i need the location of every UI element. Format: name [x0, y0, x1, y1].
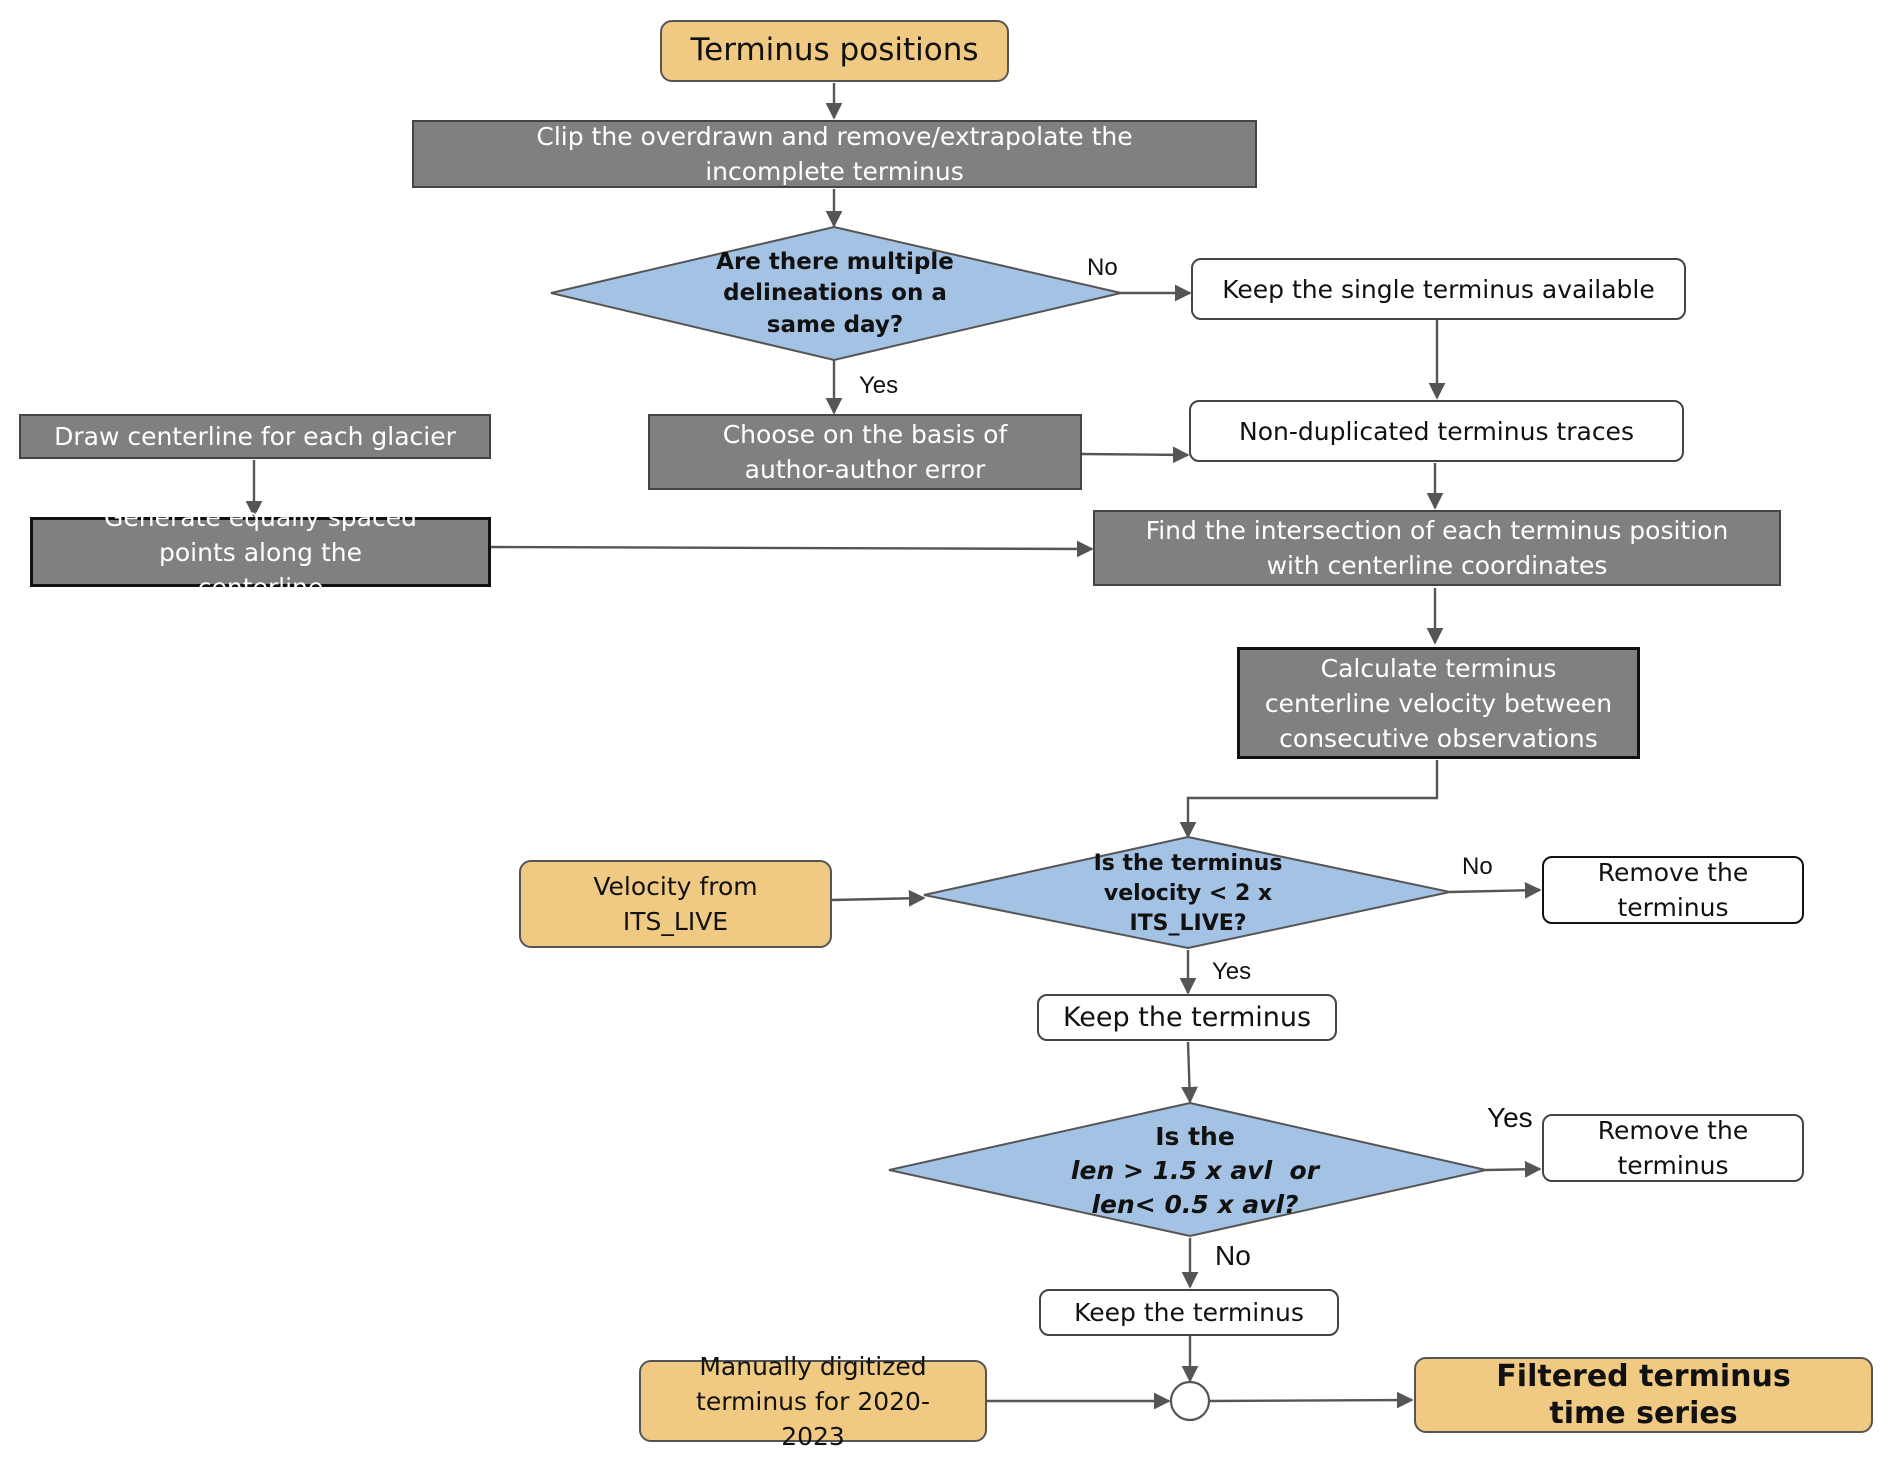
- edge-decision3-yes: [1485, 1160, 1542, 1178]
- choose-basis-node: Choose on the basis of author-author err…: [648, 414, 1082, 490]
- edge-label-yes-3: Yes: [1487, 1102, 1533, 1133]
- decision-length-line3: len< 0.5 x avl?: [1091, 1189, 1299, 1219]
- remove-terminus-node-1: Remove the terminus: [1542, 856, 1804, 924]
- velocity-its-live-node: Velocity from ITS_LIVE: [519, 860, 832, 948]
- draw-centerline-node: Draw centerline for each glacier: [19, 414, 491, 459]
- clip-process-node: Clip the overdrawn and remove/extrapolat…: [412, 120, 1257, 188]
- find-intersection-node: Find the intersection of each terminus p…: [1093, 510, 1781, 586]
- edge-label-yes-2: Yes: [1212, 958, 1252, 985]
- edge-calculate-to-decision2: [1179, 760, 1439, 839]
- keep-terminus-node-2: Keep the terminus: [1039, 1289, 1339, 1336]
- decision-velocity-text: Is the terminus velocity < 2 x ITS_LIVE?: [1093, 851, 1283, 936]
- decision-velocity-diamond: [923, 835, 1451, 950]
- edge-label-no-3: No: [1215, 1240, 1251, 1271]
- terminus-positions-node: Terminus positions: [660, 20, 1009, 82]
- non-duplicated-node: Non-duplicated terminus traces: [1189, 400, 1684, 462]
- manual-digitized-node: Manually digitized terminus for 2020-202…: [639, 1352, 987, 1451]
- keep-single-node: Keep the single terminus available: [1191, 258, 1686, 320]
- decision-length-diamond: [888, 1101, 1487, 1238]
- merge-connector-circle: [1169, 1380, 1211, 1422]
- calculate-velocity-node: Calculate terminus centerline velocity b…: [1237, 647, 1640, 759]
- decision-multiple-diamond: [550, 225, 1122, 362]
- edge-itslive-to-decision2: [831, 889, 926, 907]
- edge-keep1-to-decision3: [1181, 1041, 1198, 1104]
- edge-label-no-2: No: [1462, 853, 1493, 880]
- decision-length-text: Is the len > 1.5 x avl or len< 0.5 x avl…: [1030, 1118, 1360, 1224]
- edge-label-no-1: No: [1087, 254, 1118, 281]
- decision-multiple-text: Are there multiple delineations on a sam…: [716, 249, 954, 338]
- filtered-series-node: Filtered terminus time series: [1414, 1357, 1873, 1433]
- keep-terminus-node-1: Keep the terminus: [1037, 994, 1337, 1041]
- remove-terminus-node-2: Remove the terminus: [1542, 1114, 1804, 1182]
- edge-generate-to-find: [490, 540, 1094, 558]
- decision-length-line2: len > 1.5 x avl or: [1070, 1156, 1320, 1186]
- edge-merge-to-filtered: [1209, 1391, 1414, 1409]
- generate-points-node: Generate equally spaced points along the…: [30, 503, 491, 602]
- edge-choose-to-nondup: [1081, 446, 1190, 464]
- decision-length-line1: Is the: [1155, 1122, 1235, 1152]
- edge-label-yes-1: Yes: [859, 372, 899, 399]
- edge-decision2-no: [1449, 881, 1542, 899]
